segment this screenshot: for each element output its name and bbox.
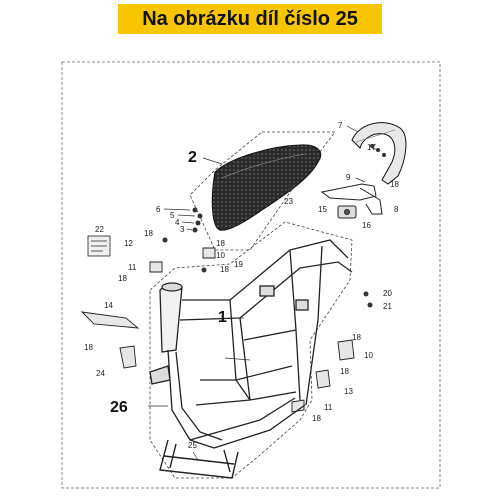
label-7: 7 — [338, 121, 343, 130]
label-17: 17 — [367, 143, 376, 152]
label-1: 1 — [218, 309, 227, 326]
seat-group-outline — [189, 131, 336, 251]
label-20: 20 — [383, 289, 392, 298]
label-15: 15 — [318, 205, 327, 214]
label-23: 23 — [284, 197, 293, 206]
outer-dashed-border — [61, 61, 441, 489]
label-18-h: 18 — [312, 414, 321, 423]
label-19: 19 — [234, 260, 243, 269]
label-18-e: 18 — [84, 343, 93, 352]
scooter-frame-icon — [149, 239, 353, 449]
label-18-g: 18 — [340, 367, 349, 376]
label-6: 6 — [156, 205, 161, 214]
leader-lines — [148, 125, 379, 461]
part-25-crossbar — [159, 439, 239, 479]
label-9: 9 — [346, 173, 351, 182]
label-21: 21 — [383, 302, 392, 311]
brackets — [119, 247, 355, 413]
label-10-b: 10 — [364, 351, 373, 360]
banner-title: Na obrázku díl číslo 25 — [142, 7, 358, 30]
label-5: 5 — [170, 211, 175, 220]
label-24: 24 — [96, 369, 105, 378]
seat-hinge-bracket — [320, 183, 383, 215]
seat-lock-icon — [337, 205, 357, 219]
label-14: 14 — [104, 301, 113, 310]
label-sticker-icon — [87, 235, 111, 257]
label-10-a: 10 — [216, 251, 225, 260]
label-12: 12 — [124, 239, 133, 248]
label-18-f: 18 — [352, 333, 361, 342]
label-11-b: 11 — [324, 403, 333, 412]
label-13: 13 — [344, 387, 353, 396]
label-18-b: 18 — [216, 239, 225, 248]
label-18-d: 18 — [220, 265, 229, 274]
title-banner: Na obrázku díl číslo 25 — [118, 4, 382, 34]
label-22: 22 — [95, 225, 104, 234]
seat-icon — [211, 144, 322, 231]
label-11-a: 11 — [128, 263, 137, 272]
label-18-top: 18 — [390, 180, 399, 189]
mounting-plate-icon — [80, 311, 140, 329]
label-25: 25 — [188, 441, 197, 450]
label-8: 8 — [394, 205, 399, 214]
label-18-a: 18 — [144, 229, 153, 238]
grab-rail-icon — [351, 122, 407, 185]
label-4: 4 — [175, 218, 180, 227]
label-18-c: 18 — [118, 274, 127, 283]
label-26: 26 — [110, 399, 128, 416]
label-16: 16 — [362, 221, 371, 230]
label-2: 2 — [188, 149, 197, 166]
bolts — [162, 144, 386, 308]
label-3: 3 — [180, 225, 185, 234]
